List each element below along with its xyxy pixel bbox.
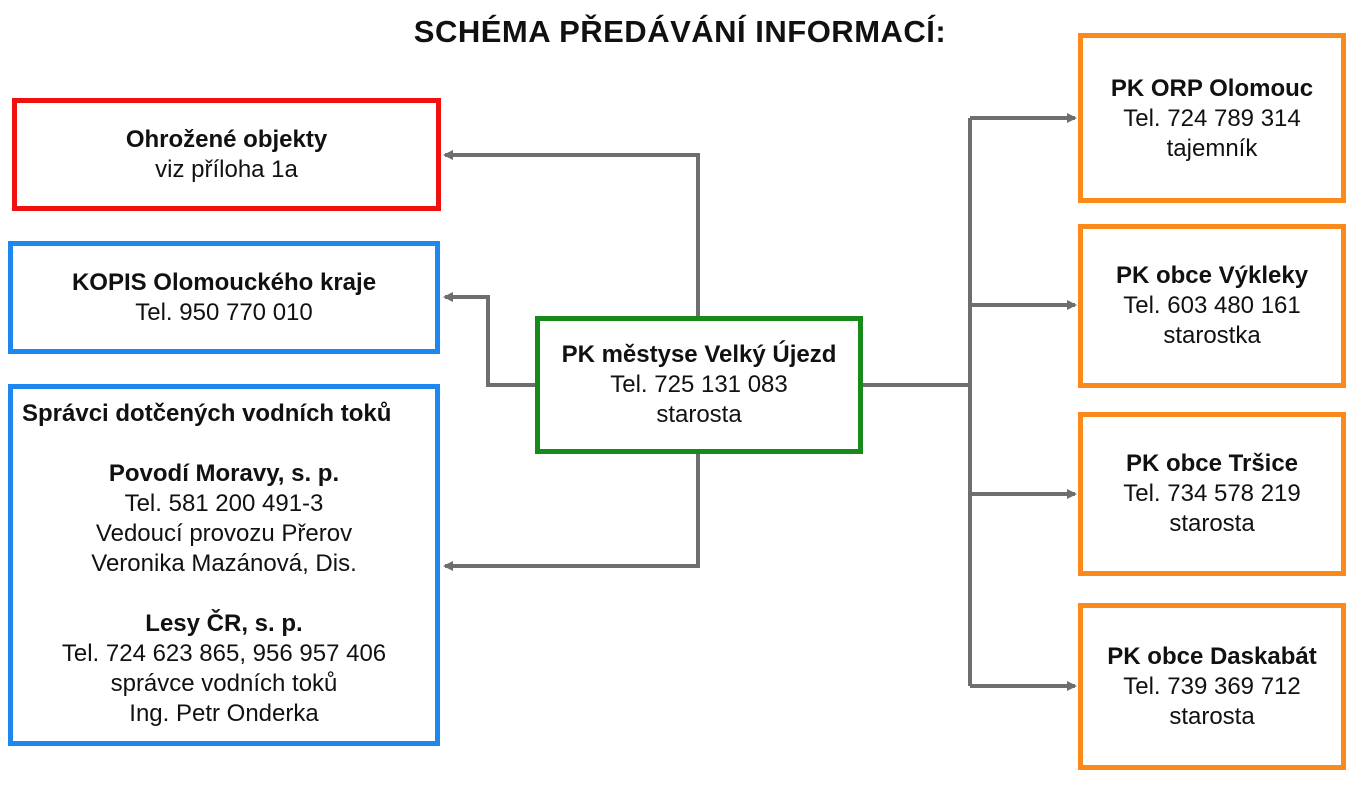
right-box-orp: PK ORP Olomouc Tel. 724 789 314 tajemník (1078, 33, 1346, 203)
diagram-title: SCHÉMA PŘEDÁVÁNÍ INFORMACÍ: (413, 14, 947, 49)
povodi-phone: Tel. 581 200 491-3 (124, 490, 324, 517)
right-box-role: tajemník (1166, 135, 1258, 162)
right-box-phone: Tel. 724 789 314 (1123, 105, 1301, 132)
lesy-person: Ing. Petr Onderka (129, 700, 319, 727)
center-box: PK městyse Velký Újezd Tel. 725 131 083 … (535, 316, 863, 454)
right-box-name: PK obce Tršice (1125, 450, 1299, 477)
right-box-name: PK obce Daskabát (1107, 642, 1317, 670)
lesy-phone: Tel. 724 623 865, 956 957 406 (61, 640, 387, 667)
water-managers-heading: Správci dotčených vodních toků (22, 400, 392, 427)
povodi-name: Povodí Moravy, s. p. (108, 460, 340, 487)
kopis-phone: Tel. 950 770 010 (135, 298, 313, 326)
right-box-phone: Tel. 734 578 219 (1123, 480, 1301, 507)
right-box-trsice: PK obce Tršice Tel. 734 578 219 starosta (1078, 412, 1346, 576)
right-box-name: PK ORP Olomouc (1110, 75, 1314, 102)
arrow-to-kopis (443, 292, 537, 387)
arrow-to-threatened (443, 150, 700, 318)
right-box-role: starostka (1163, 322, 1261, 349)
right-box-role: starosta (1169, 702, 1255, 730)
threatened-objects-box: Ohrožené objekty viz příloha 1a (12, 98, 441, 211)
center-role: starosta (656, 401, 742, 428)
kopis-box: KOPIS Olomouckého kraje Tel. 950 770 010 (8, 241, 440, 354)
arrow-to-water (443, 452, 700, 571)
lesy-role: správce vodních toků (110, 670, 338, 697)
kopis-name: KOPIS Olomouckého kraje (71, 268, 377, 296)
right-box-phone: Tel. 603 480 161 (1123, 292, 1301, 319)
center-phone: Tel. 725 131 083 (610, 371, 788, 398)
lesy-name: Lesy ČR, s. p. (145, 610, 303, 637)
right-box-daskabat: PK obce Daskabát Tel. 739 369 712 staros… (1078, 603, 1346, 770)
povodi-person: Veronika Mazánová, Dis. (91, 550, 357, 577)
right-box-vykleky: PK obce Výkleky Tel. 603 480 161 starost… (1078, 224, 1346, 388)
threatened-objects-name: Ohrožené objekty (125, 125, 328, 153)
threatened-objects-note: viz příloha 1a (155, 155, 298, 183)
right-box-phone: Tel. 739 369 712 (1123, 672, 1301, 700)
right-box-role: starosta (1169, 510, 1255, 537)
center-name: PK městyse Velký Újezd (561, 341, 837, 368)
water-managers-box: Správci dotčených vodních toků Povodí Mo… (8, 384, 440, 746)
right-box-name: PK obce Výkleky (1115, 262, 1309, 289)
povodi-role: Vedoucí provozu Přerov (95, 520, 353, 547)
